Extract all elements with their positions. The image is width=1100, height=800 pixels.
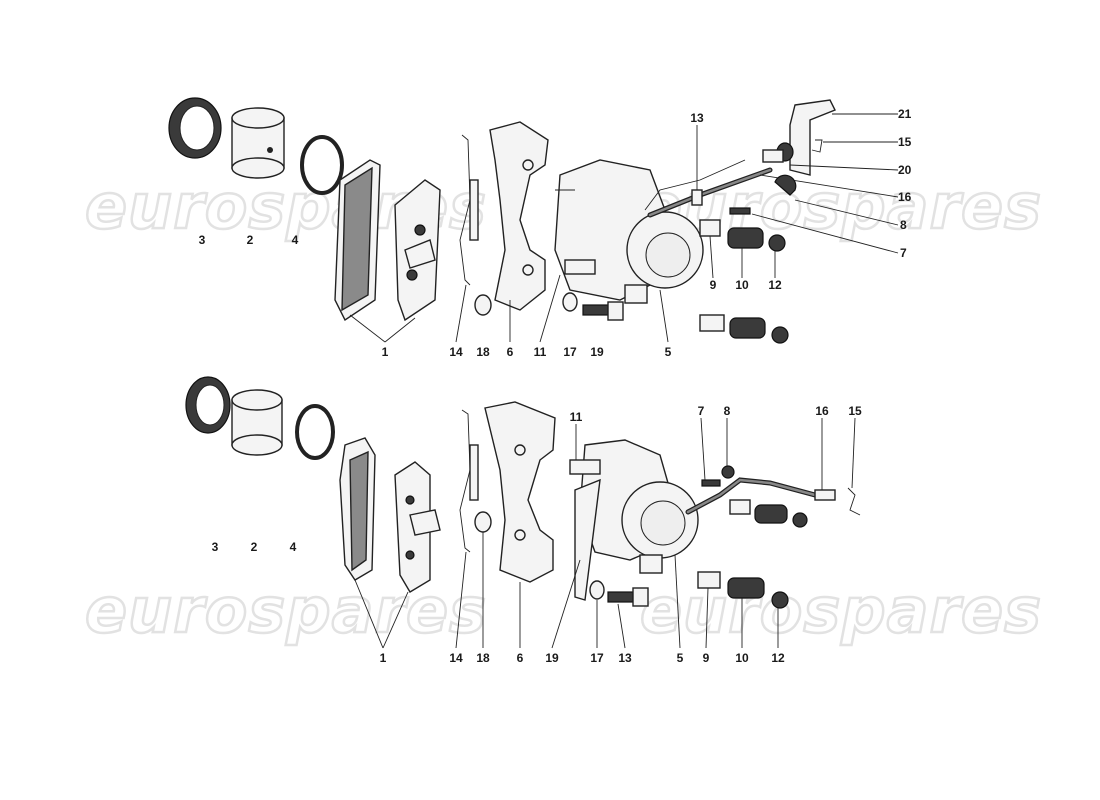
part-label-17: 17 — [590, 651, 604, 665]
anti-rattle-spring — [459, 409, 471, 553]
piston — [231, 107, 285, 179]
part-label-5: 5 — [665, 345, 672, 359]
part-label-7: 7 — [900, 246, 907, 260]
part-label-14: 14 — [449, 345, 463, 359]
washer — [562, 292, 578, 312]
part-label-15: 15 — [898, 135, 912, 149]
part-label-17: 17 — [563, 345, 577, 359]
part-label-8: 8 — [724, 404, 731, 418]
part-label-6: 6 — [507, 345, 514, 359]
dust-seal — [168, 97, 222, 159]
bottom-assembly: 3 2 4 1 14 18 6 19 17 13 5 9 10 12 11 7 … — [185, 376, 862, 665]
part-label-10: 10 — [735, 278, 749, 292]
bolt — [582, 301, 624, 321]
caliper-body — [554, 159, 704, 304]
bolt — [607, 587, 649, 607]
brake-pads — [339, 437, 441, 593]
caliper-bracket — [484, 401, 556, 583]
part-label-9: 9 — [710, 278, 717, 292]
part-label-12: 12 — [771, 651, 785, 665]
part-label-12: 12 — [768, 278, 782, 292]
part-label-20: 20 — [898, 163, 912, 177]
brake-shield — [574, 478, 601, 601]
part-label-21: 21 — [898, 107, 912, 121]
part-label-10: 10 — [735, 651, 749, 665]
part-label-5: 5 — [677, 651, 684, 665]
part-label-11: 11 — [534, 345, 547, 359]
hose-bracket — [789, 99, 836, 176]
piston — [231, 389, 283, 456]
part-label-16: 16 — [815, 404, 829, 418]
washer — [589, 580, 605, 600]
part-label-11: 11 — [570, 410, 583, 424]
washer — [474, 511, 492, 533]
part-label-18: 18 — [476, 345, 490, 359]
piston-seal-ring — [295, 404, 335, 460]
anti-rattle-spring — [459, 134, 471, 286]
watermark-text: eurospares — [85, 574, 487, 647]
part-label-16: 16 — [898, 190, 912, 204]
part-label-3: 3 — [199, 233, 206, 247]
part-label-18: 18 — [476, 651, 490, 665]
washer — [474, 294, 492, 316]
part-label-9: 9 — [703, 651, 710, 665]
part-label-4: 4 — [290, 540, 297, 554]
part-label-2: 2 — [247, 233, 254, 247]
part-label-2: 2 — [251, 540, 258, 554]
part-label-4: 4 — [292, 233, 299, 247]
part-label-13: 13 — [618, 651, 632, 665]
part-label-19: 19 — [545, 651, 559, 665]
part-label-13: 13 — [690, 111, 704, 125]
part-label-19: 19 — [590, 345, 604, 359]
piston-seal-ring — [300, 135, 344, 195]
part-label-8: 8 — [900, 218, 907, 232]
top-assembly: 3 2 4 1 14 18 6 11 17 19 5 13 21 15 20 1… — [168, 97, 912, 359]
part-label-14: 14 — [449, 651, 463, 665]
caliper-body — [569, 439, 699, 574]
caliper-bracket — [489, 121, 549, 311]
part-label-1: 1 — [382, 345, 389, 359]
part-label-7: 7 — [698, 404, 705, 418]
part-label-6: 6 — [517, 651, 524, 665]
dust-seal — [185, 376, 231, 434]
part-label-3: 3 — [212, 540, 219, 554]
brake-pads — [334, 159, 441, 322]
part-label-1: 1 — [380, 651, 387, 665]
part-label-15: 15 — [848, 404, 862, 418]
